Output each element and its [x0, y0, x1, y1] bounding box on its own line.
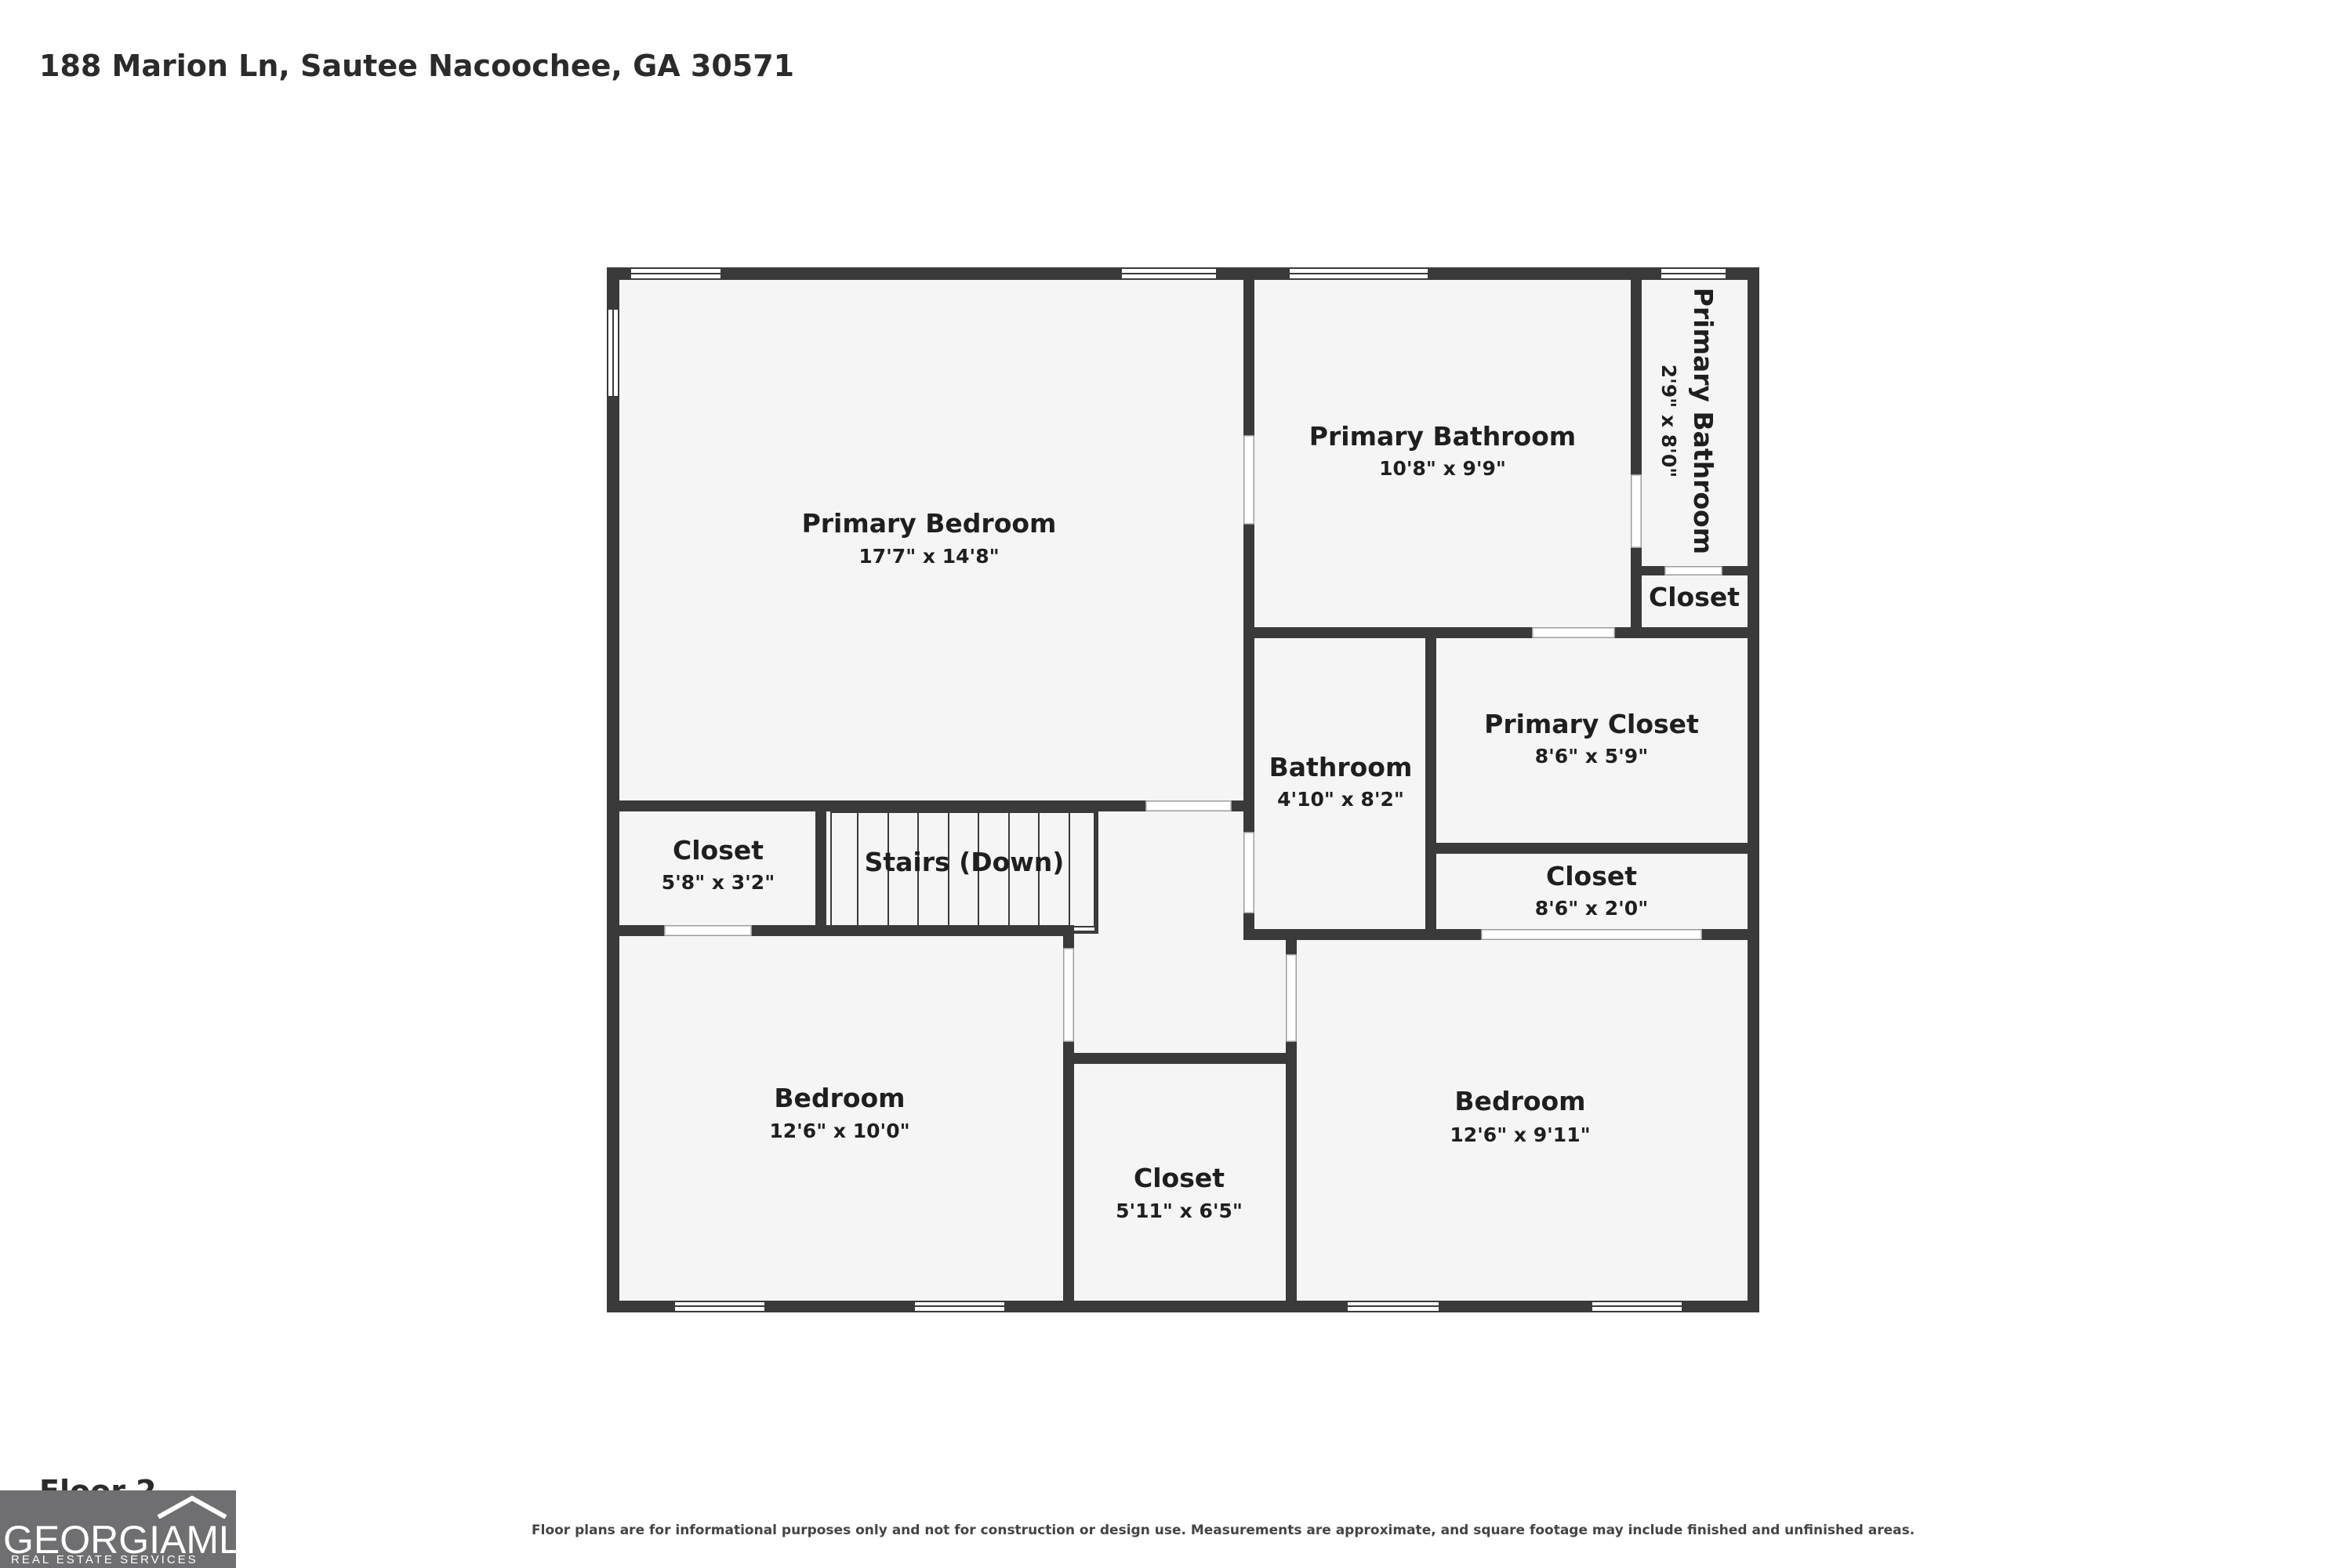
logo-tagline: REAL ESTATE SERVICES	[11, 1553, 198, 1566]
room-name: Stairs (Down)	[865, 847, 1065, 877]
room-primary-bathroom: Primary Bathroom 10'8" x 9'9"	[1309, 421, 1576, 480]
room-dimensions: 4'10" x 8'2"	[1277, 788, 1404, 811]
room-closet-center: Closet 5'11" x 6'5"	[1116, 1163, 1243, 1222]
room-primary-closet: Primary Closet 8'6" x 5'9"	[1484, 709, 1699, 768]
room-name: Bedroom	[1454, 1086, 1585, 1116]
room-name: Closet	[1134, 1163, 1225, 1193]
room-closet-small: Closet	[1649, 582, 1740, 612]
room-name: Primary Bathroom	[1688, 288, 1719, 554]
room-dimensions: 8'6" x 5'9"	[1535, 745, 1648, 768]
georgia-mls-logo: GEORGIAMLS REAL ESTATE SERVICES	[0, 1490, 236, 1568]
room-stairs: Stairs (Down)	[865, 847, 1065, 877]
room-dimensions: 12'6" x 10'0"	[769, 1120, 909, 1142]
room-dimensions: 10'8" x 9'9"	[1379, 457, 1506, 480]
room-name: Primary Closet	[1484, 709, 1699, 739]
house-roof-icon	[157, 1495, 227, 1519]
room-name: Primary Bedroom	[802, 508, 1057, 539]
room-name: Bedroom	[774, 1083, 905, 1113]
room-name: Closet	[673, 835, 764, 866]
room-dimensions: 5'11" x 6'5"	[1116, 1200, 1243, 1222]
stairs-treads	[830, 811, 1095, 927]
room-closet-right: Closet 8'6" x 2'0"	[1535, 861, 1648, 920]
room-dimensions: 8'6" x 2'0"	[1535, 897, 1648, 920]
property-address: 188 Marion Ln, Sautee Nacoochee, GA 3057…	[39, 49, 795, 83]
room-closet-left: Closet 5'8" x 3'2"	[662, 835, 775, 894]
disclaimer-text: Floor plans are for informational purpos…	[532, 1523, 1915, 1538]
room-dimensions: 2'9" x 8'0"	[1657, 365, 1680, 477]
room-dimensions: 12'6" x 9'11"	[1450, 1123, 1590, 1146]
floor-area	[610, 270, 1756, 1309]
room-bathroom: Bathroom 4'10" x 8'2"	[1269, 752, 1413, 811]
room-name: Closet	[1546, 861, 1637, 891]
room-name: Primary Bathroom	[1309, 421, 1576, 452]
room-dimensions: 5'8" x 3'2"	[662, 871, 775, 894]
room-bedroom-right: Bedroom 12'6" x 9'11"	[1450, 1086, 1590, 1146]
logo-brand: GEORGIAMLS	[3, 1518, 236, 1562]
windows	[607, 267, 1727, 1312]
room-dimensions: 17'7" x 14'8"	[858, 545, 999, 568]
room-primary-bedroom: Primary Bedroom 17'7" x 14'8"	[802, 508, 1057, 568]
door-openings	[664, 435, 1722, 1042]
room-name: Closet	[1649, 582, 1740, 612]
room-bedroom-left: Bedroom 12'6" x 10'0"	[769, 1083, 909, 1142]
room-name: Bathroom	[1269, 752, 1413, 782]
room-primary-bathroom-2: Primary Bathroom 2'9" x 8'0"	[1657, 288, 1719, 554]
